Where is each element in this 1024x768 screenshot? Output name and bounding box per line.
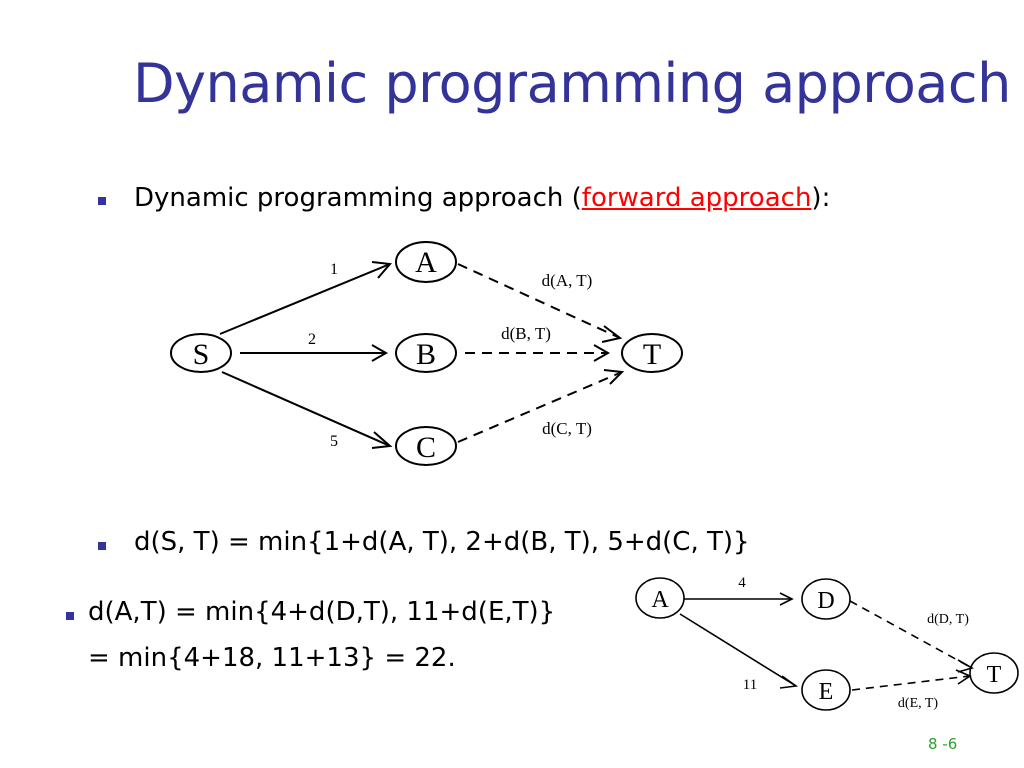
node-c [395,426,457,466]
edge-s-a [219,263,391,335]
arrowhead-b-t [593,344,611,362]
node-t [621,333,683,373]
node-a2 [635,577,685,619]
edge-e-t [851,675,971,691]
edge-a-t-label: d(A, T) [542,271,593,290]
edge-d-t-label: d(D, T) [927,612,969,627]
edge-a-d-weight: 4 [738,575,746,591]
bullet-marker [98,542,106,550]
graph-forward-approach [170,241,683,466]
node-t-label: T [643,338,661,371]
bullet1-suffix: ): [811,183,831,213]
bullet-marker [66,612,74,620]
node-d-label: D [817,588,834,614]
formula-d-s-t: d(S, T) = min{1+d(A, T), 2+d(B, T), 5+d(… [134,527,750,557]
formula-d-a-t: d(A,T) = min{4+d(D,T), 11+d(E,T)} [88,597,556,627]
node-b-label: B [416,338,436,371]
edge-s-b-weight: 2 [308,331,316,348]
graph-node-a-subproblem-labels: A D E T 4 11 d(D, T) d(E, T) [651,575,1001,711]
edge-d-t [849,600,973,669]
edge-s-c [221,371,391,447]
graph-node-a-subproblem [635,577,1019,711]
slide-title: Dynamic programming approach [133,52,1011,115]
node-d [801,578,851,620]
node-t2 [969,652,1019,694]
edge-a-e-weight: 11 [743,677,757,693]
node-t2-label: T [987,662,1002,688]
node-a2-label: A [651,587,669,613]
node-s-label: S [193,338,210,371]
graph-forward-labels: S A B C T 1 2 5 d(A, T) d(B, T) d(C, T) [193,246,662,464]
edge-a-t [457,263,621,339]
forward-approach-highlight: forward approach [581,183,812,213]
node-e [801,669,851,711]
arrowhead-a-t [601,325,623,343]
arrowhead-s-c [371,431,393,449]
formula-d-a-t-result: = min{4+18, 11+13} = 22. [88,643,456,673]
arrowhead-d-t [957,659,975,673]
edge-b-t-label: d(B, T) [501,324,551,343]
edge-s-a-weight: 1 [330,261,338,278]
arrowhead-c-t [603,369,625,385]
arrowhead-s-a [371,261,392,279]
arrowhead-a-d [779,592,794,606]
node-e-label: E [819,679,834,705]
edge-e-t-label: d(E, T) [898,696,939,711]
slide-number: 8 -6 [928,735,958,753]
node-a-label: A [415,246,437,279]
node-a [395,241,457,283]
node-c-label: C [416,431,436,464]
edge-s-c-weight: 5 [330,433,338,450]
arrowhead-s-b [371,344,389,362]
arrowhead-a-e [779,675,799,689]
edge-a-e [679,613,797,687]
edge-c-t [457,371,623,443]
bullet-text-forward-approach: Dynamic programming approach (forward ap… [134,183,830,213]
node-s [170,333,232,373]
node-b [395,333,457,373]
bullet-marker [98,197,106,205]
bullet1-prefix: Dynamic programming approach ( [134,183,582,213]
edge-c-t-label: d(C, T) [542,419,592,438]
